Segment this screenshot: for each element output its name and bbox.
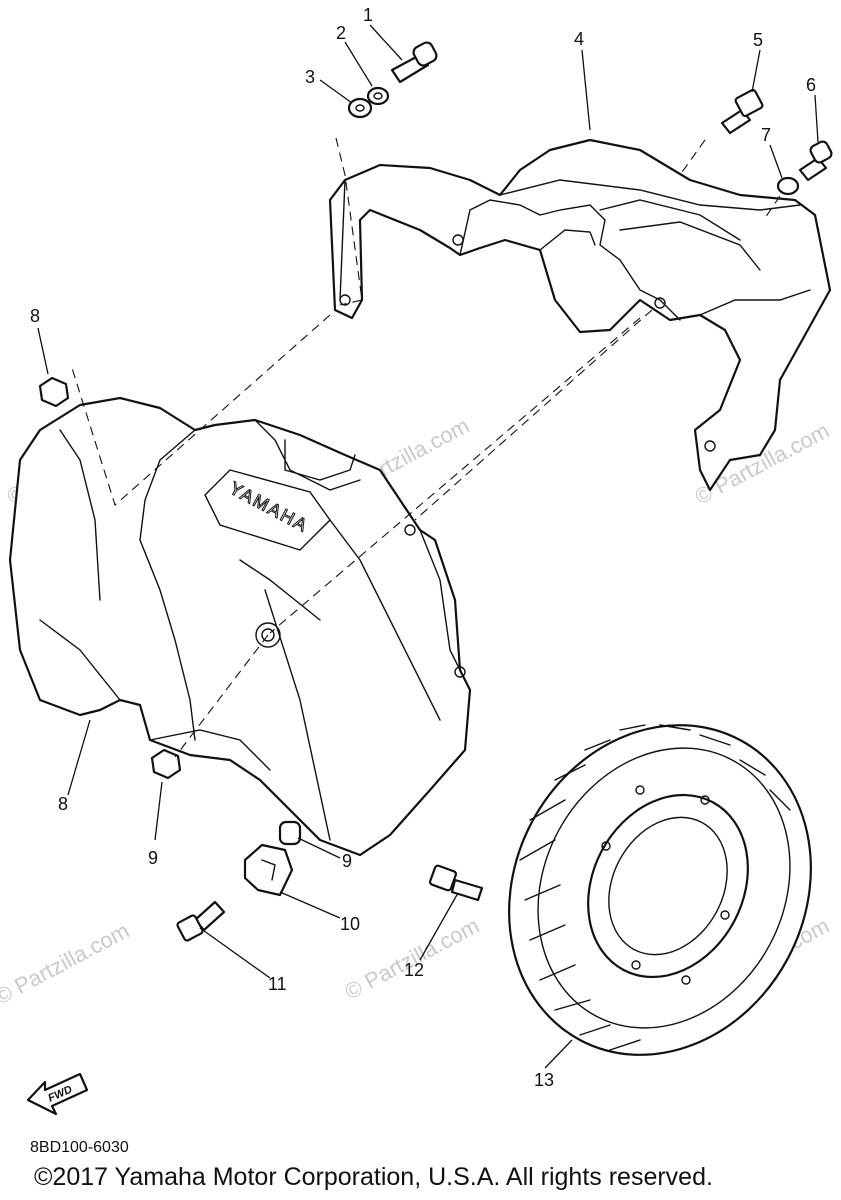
callout-1: 8 <box>58 794 68 814</box>
bolt-part-9-lower <box>176 900 226 942</box>
callout-11: 12 <box>404 960 424 980</box>
callout-12: 9 <box>342 851 352 871</box>
callout-8-upper: 8 <box>30 306 40 326</box>
callout-5: 1 <box>363 5 373 25</box>
nut-part-8-lower <box>150 748 182 780</box>
callout-labels: 1 2 3 4 5 6 7 8 8 9 9 10 11 12 13 <box>30 5 816 1090</box>
callout-13: 10 <box>340 914 360 934</box>
bolt-part-11 <box>428 864 484 902</box>
diagram-code: 8BD100-6030 <box>30 1139 129 1156</box>
flywheel-fan-part-10 <box>508 724 812 1056</box>
callout-3: 6 <box>806 75 816 95</box>
fan-fins <box>519 724 791 1051</box>
bolt-part-9-upper <box>720 88 764 135</box>
watermark: © Partzilla.com <box>341 913 484 1005</box>
flywheel-bolt-holes <box>601 785 730 985</box>
callout-9-upper: 5 <box>753 30 763 50</box>
upper-shroud-part-2 <box>328 138 832 492</box>
watermark: © Partzilla.com <box>0 918 133 1010</box>
washer-part-4 <box>776 176 800 196</box>
washer-part-7 <box>347 97 373 119</box>
callout-2: 4 <box>574 29 584 49</box>
leader-lines <box>37 24 819 1069</box>
lower-shroud-part-1: YAMAHA <box>8 396 472 857</box>
callout-6: 2 <box>336 23 346 43</box>
callout-7: 3 <box>305 67 315 87</box>
callout-4: 7 <box>761 125 771 145</box>
copyright-notice: ©2017 Yamaha Motor Corporation, U.S.A. A… <box>34 1163 713 1191</box>
callout-8-lower: 9 <box>148 848 158 868</box>
nut-part-8-upper <box>38 376 70 408</box>
washer-part-6 <box>366 86 390 106</box>
collar-part-12 <box>278 820 302 846</box>
bolt-part-3 <box>798 140 833 182</box>
callout-9-lower: 11 <box>268 974 287 994</box>
hardware <box>38 41 833 942</box>
bolt-part-5 <box>390 41 438 84</box>
fwd-direction-marker: FWD <box>26 1072 89 1116</box>
alignment-lines <box>71 137 781 758</box>
clip-part-13 <box>243 843 294 897</box>
callout-10: 13 <box>534 1070 554 1090</box>
